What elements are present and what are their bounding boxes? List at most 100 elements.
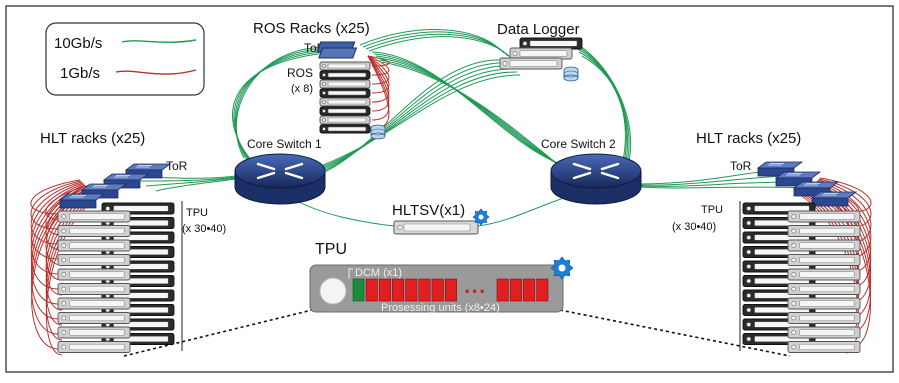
core1-logger-link <box>320 68 515 170</box>
server-bay <box>327 126 367 132</box>
server-bay <box>799 213 855 220</box>
dcm-label: DCM (x1) <box>355 267 402 279</box>
hlt-right-tor-label: ToR <box>730 159 752 173</box>
hlt-left-tpu-server <box>57 268 131 281</box>
left-server-link <box>30 183 85 275</box>
tor-switch <box>58 193 106 209</box>
tor-switch <box>774 171 822 187</box>
processing-unit <box>523 278 536 302</box>
server-bay <box>69 343 125 351</box>
server-led <box>61 286 67 292</box>
hlt-racks-left: HLT racks (x25) ToR TPU (x 30•40) <box>40 130 226 353</box>
server-bay <box>799 300 855 307</box>
logger-server <box>519 37 583 50</box>
tor-switch-arrows <box>92 185 108 188</box>
hlt-left-tpu-server <box>57 254 131 266</box>
server-led <box>322 109 326 113</box>
processing-unit <box>509 278 522 302</box>
right-server-link <box>818 178 872 228</box>
server-bay <box>327 90 367 96</box>
core-switch-arrow <box>284 171 304 180</box>
hlt-left-tpu-label: TPU <box>186 207 208 219</box>
hlt-right-tpu-server <box>787 283 861 295</box>
ros-server <box>319 70 371 80</box>
hlt-left-title: HLT racks (x25) <box>40 130 145 147</box>
hlt-left-tpu-server <box>57 326 131 339</box>
ros-server <box>319 115 371 125</box>
hlt-left-tpu-server <box>57 312 131 324</box>
server-led <box>746 264 752 269</box>
hlt-right-tpu-count: (x 30•40) <box>672 221 716 233</box>
server-led <box>791 301 797 306</box>
hltsv-server-led <box>397 225 403 231</box>
core-switch-arrow <box>600 171 620 180</box>
core-switch-arrow <box>256 162 276 171</box>
server-bay <box>327 108 367 114</box>
server-led <box>322 118 326 122</box>
server-bay <box>799 227 855 235</box>
core1-logger-link <box>318 62 509 174</box>
core-switch-arrow <box>572 162 592 171</box>
server-led <box>746 235 752 240</box>
ros-count: (x 8) <box>291 83 313 95</box>
legend-slow-swatch <box>115 69 197 75</box>
server-bay <box>69 256 125 264</box>
dcm-unit <box>352 278 365 302</box>
server-led <box>61 228 67 234</box>
server-led <box>746 249 752 255</box>
hlt-left-tpu-stack <box>57 202 175 353</box>
server-bay <box>529 40 578 47</box>
gear-hole <box>558 264 566 272</box>
server-led <box>791 272 797 277</box>
right-server-link <box>816 180 872 258</box>
ros-server <box>319 79 371 89</box>
server-led <box>322 82 326 86</box>
tpu-gear-icon <box>550 256 574 280</box>
units-ellipsis: • • • <box>465 284 484 298</box>
processing-unit <box>536 278 549 302</box>
ros-core2-link <box>373 53 558 164</box>
tpu-detail: TPU DCM (x1) • • • Prosessing units (x8•… <box>123 241 791 357</box>
core2-right-tor-link <box>639 186 809 189</box>
tor-switch-arrows <box>822 193 838 196</box>
hlt-right-tpu-server <box>787 326 861 339</box>
tor-switch-arrows <box>70 195 86 198</box>
left-tor-core1-link <box>145 177 237 187</box>
server-led <box>502 61 508 66</box>
server-bay <box>754 205 810 212</box>
gear-hole <box>478 214 484 220</box>
server-led <box>746 206 752 211</box>
server-bay <box>69 271 125 278</box>
server-bay <box>799 256 855 264</box>
server-led <box>61 272 67 277</box>
hltsv-gear-icon <box>472 208 490 226</box>
legend-slow-label: 1Gb/s <box>60 65 100 82</box>
server-led <box>322 64 326 68</box>
server-led <box>322 127 326 131</box>
server-led <box>746 307 752 313</box>
server-bay <box>519 50 568 57</box>
server-led <box>791 286 797 292</box>
server-led <box>61 315 67 321</box>
hlt-right-title: HLT racks (x25) <box>696 130 801 147</box>
ros-racks: ROS Racks (x25) ToR ROS (x 8) <box>253 20 386 140</box>
core-switch-arrow <box>572 171 592 180</box>
ros-server <box>319 106 371 116</box>
ros-server-stack <box>319 61 371 134</box>
tor-switch-arrows <box>768 163 784 166</box>
server-led <box>746 293 752 298</box>
legend-fast-label: 10Gb/s <box>54 35 102 52</box>
ros-server-link <box>367 55 390 103</box>
hlt-right-tpu-server <box>787 297 861 310</box>
server-led <box>322 91 326 95</box>
server-bay <box>509 60 558 67</box>
server-led <box>61 257 67 263</box>
left-server-link <box>45 191 103 341</box>
ros-server-link <box>367 55 390 112</box>
core-switch-arrow <box>284 162 304 171</box>
tpu-chassis-knob <box>319 277 347 305</box>
server-bay <box>69 227 125 235</box>
hlt-right-tor-switches <box>756 161 858 207</box>
left-tor-core1-link <box>155 178 237 192</box>
